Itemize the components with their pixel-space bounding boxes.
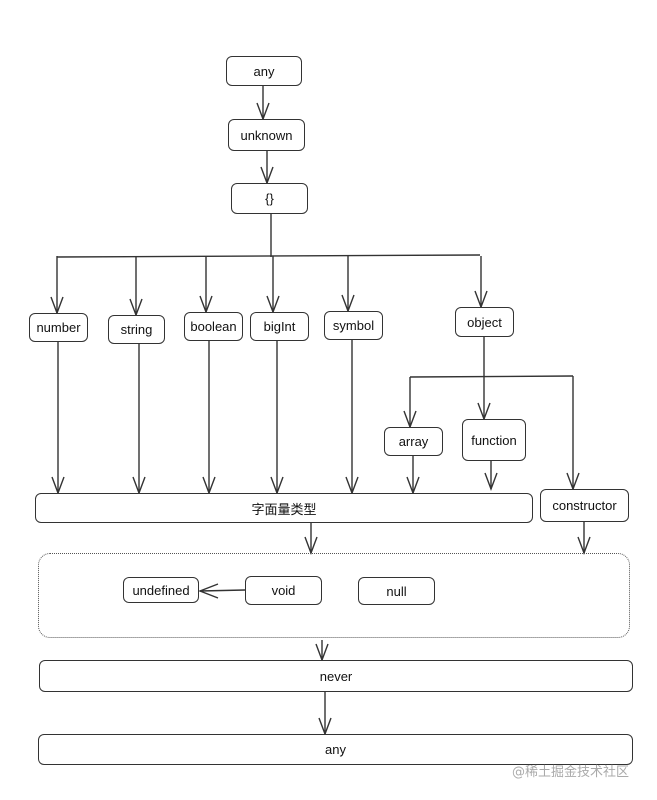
node-object: object (455, 307, 514, 337)
node-unknown: unknown (228, 119, 305, 151)
node-function: function (462, 419, 526, 461)
undefined-void-null-group (38, 553, 630, 638)
node-symbol: symbol (324, 311, 383, 340)
node-literal-types: 字面量类型 (35, 493, 533, 523)
node-boolean: boolean (184, 312, 243, 341)
node-number: number (29, 313, 88, 342)
node-empty-object: {} (231, 183, 308, 214)
node-constructor: constructor (540, 489, 629, 522)
node-never: never (39, 660, 633, 692)
node-void: void (245, 576, 322, 605)
watermark: @稀土掘金技术社区 (512, 765, 630, 780)
node-any-top: any (226, 56, 302, 86)
node-any-bottom: any (38, 734, 633, 765)
arrowhead (484, 472, 498, 491)
node-array: array (384, 427, 443, 456)
arrowhead (198, 583, 219, 599)
node-undefined: undefined (123, 577, 199, 603)
node-null: null (358, 577, 435, 605)
edge-object-branch (409, 375, 574, 378)
edge-void-undefined (199, 589, 246, 592)
node-string: string (108, 315, 165, 344)
edge-branch-bar (56, 254, 481, 258)
node-bigint: bigInt (250, 312, 309, 341)
